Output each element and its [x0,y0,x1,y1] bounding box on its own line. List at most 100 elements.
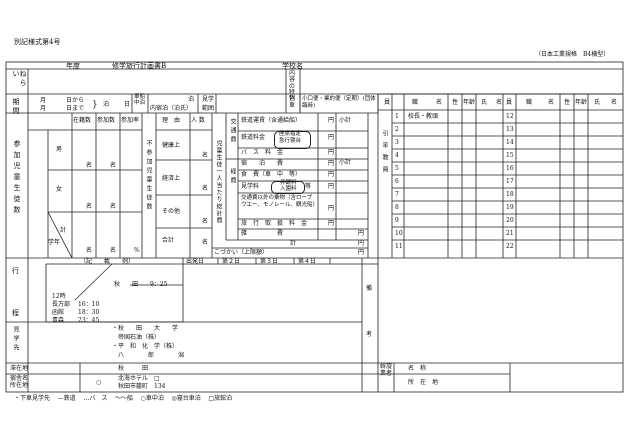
legend-visit: ・下車見学先 [14,395,51,402]
legend-sleeper: ◎寝台車泊 [171,395,201,402]
standard-note: （日本工業規格 B4横型） [535,51,610,58]
sum-unit: 名 [202,239,209,246]
stop-name: 函館 [52,309,65,316]
staff-row-number: 15 [506,152,514,159]
travel-fee-label: 旅 行 取 扱 料 金 [241,220,308,227]
staff-row-number: 21 [506,230,514,237]
staff-row-number: 6 [395,178,399,185]
staff-row-number: 18 [506,191,514,198]
etc-label: 等 [305,183,312,190]
visit-label: 見学 [202,96,215,103]
total-part-unit: 名 [110,247,117,254]
aim-label: ねらい [12,70,27,88]
rail-fare-label: 鉄道運賃（含通給船） [241,117,302,124]
example-heading: （記 載 例） [80,258,135,265]
staff-row-number: 13 [506,126,514,133]
expense-label: 経費 [229,168,236,186]
yen-3: 円 [328,149,335,156]
staff-h-fam-l: 氏 [481,99,488,106]
form-number: 別記様式第4号 [14,38,61,46]
entry-label: 入園料 [280,186,297,192]
staff-header-right-row: 員 [506,99,513,106]
period-days: 日 [124,101,131,108]
staff-row-number: 16 [506,165,514,172]
staff-row-number: 9 [395,217,399,224]
yen-11: 円 [358,249,365,256]
ship-onboard-label: 車船中泊 [134,94,146,106]
stop-name: 青森 [52,317,65,324]
period-nights: 泊 [103,101,110,108]
reserved-label: 座席指定 [279,131,302,137]
total-enrolled-unit: 名 [86,247,93,254]
staff-h-title-r: 職 [526,99,533,106]
visit-item: ・平 和 化 学（株） [112,343,179,350]
yen-7: 円 [328,205,335,212]
staff-h-age-r: 年齢 [575,99,588,106]
time-12: 12時 [52,293,66,300]
staff-h-age-l: 年齢 [463,99,476,106]
year-label: 年度 [66,62,80,70]
economy-unit: 名 [202,185,209,192]
bus-label: バ ス 料 金 [241,149,284,156]
akita-time: 9：25 [150,281,168,288]
period-brace: } [92,100,98,110]
sightseeing-label: 見学料 [241,183,260,190]
school-name-label: 学校名 [282,62,303,70]
admission-label: 拝観料 [280,180,297,186]
period-label: 期間 [12,98,20,116]
yen-9: 円 [358,230,365,237]
inn-circle: ○ [96,379,102,386]
stop-time: 16：10 [78,301,100,308]
legend-ship: 〜〜船 [114,395,133,402]
staff-row-number: 10 [395,230,403,237]
lodging-label: 宿 泊 費 [241,160,284,167]
yen-6: 円 [328,183,335,190]
staff-h-given-l: 名 [496,99,503,106]
visit-item: 帝国石油（株） [112,334,161,341]
staff-row-number: 17 [506,178,514,185]
akita-stop: 秋 田 [114,281,139,288]
col-day2: 第２日 [222,258,241,265]
train-header: 小口便・業的便（定期）(団体臨時) [302,96,376,109]
other-transport-label: 交通費以外の乗物（含ロープウエー、モノレール、観光船） [241,195,318,209]
staff-row-number: 14 [506,139,514,146]
month-to: 月 [40,105,47,112]
day-to: 日まで [66,105,85,112]
staff-row-number: 20 [506,217,514,224]
yen-1: 円 [328,117,335,124]
staff-h-fam-r: 氏 [594,99,601,106]
staff-row-number: 11 [395,243,403,250]
reason-total: 合計 [162,237,175,244]
participants-label: 参加児童生徒数 [13,140,21,217]
people-header: 人 数 [191,117,205,124]
inn-name: 北海ホテル □ [118,375,160,382]
staff-row-number: 22 [506,243,514,250]
staff-label: 引率教員 [381,130,388,178]
transport-label: 交通費 [229,118,236,145]
per-student-cost-label: 児童生徒一人当たり総計費 [215,140,222,224]
expense-subtotal: 小計 [339,159,352,166]
transport-subtotal: 小計 [339,117,352,124]
reason-header: 理 由 [162,117,181,124]
itinerary-label-bottom: 程 [12,309,19,317]
stop-time: 18：30 [78,309,100,316]
visit-item: ・秋 田 大 学 [112,325,179,332]
col-rate: 参加率 [121,117,140,124]
features-label: 内容の特色 [289,70,296,103]
legend-bus: …バ ス [83,395,108,402]
nonparticipants-label: 不参加児童生徒数 [145,140,152,212]
cost-total-label: 計 [290,240,297,247]
yen-2: 円 [328,134,335,141]
male-enrolled-unit: 名 [86,162,93,169]
notes-label-bottom: 考 [366,331,373,338]
stay-label: 滞在地 [10,365,29,372]
legend-inn: □旅館泊 [208,395,233,402]
visit-item: 八 郎 潟 [112,352,185,359]
staff-row-number: 3 [395,139,399,146]
express-label: 急行寝台 [279,138,302,144]
grade-label: 学年 [48,239,61,246]
staff-h-name-r: 名 [548,99,555,106]
reason-other: その他 [162,208,181,215]
inner-lodging: 内宿泊（泊氏） [150,105,193,112]
female-part-unit: 名 [110,203,117,210]
